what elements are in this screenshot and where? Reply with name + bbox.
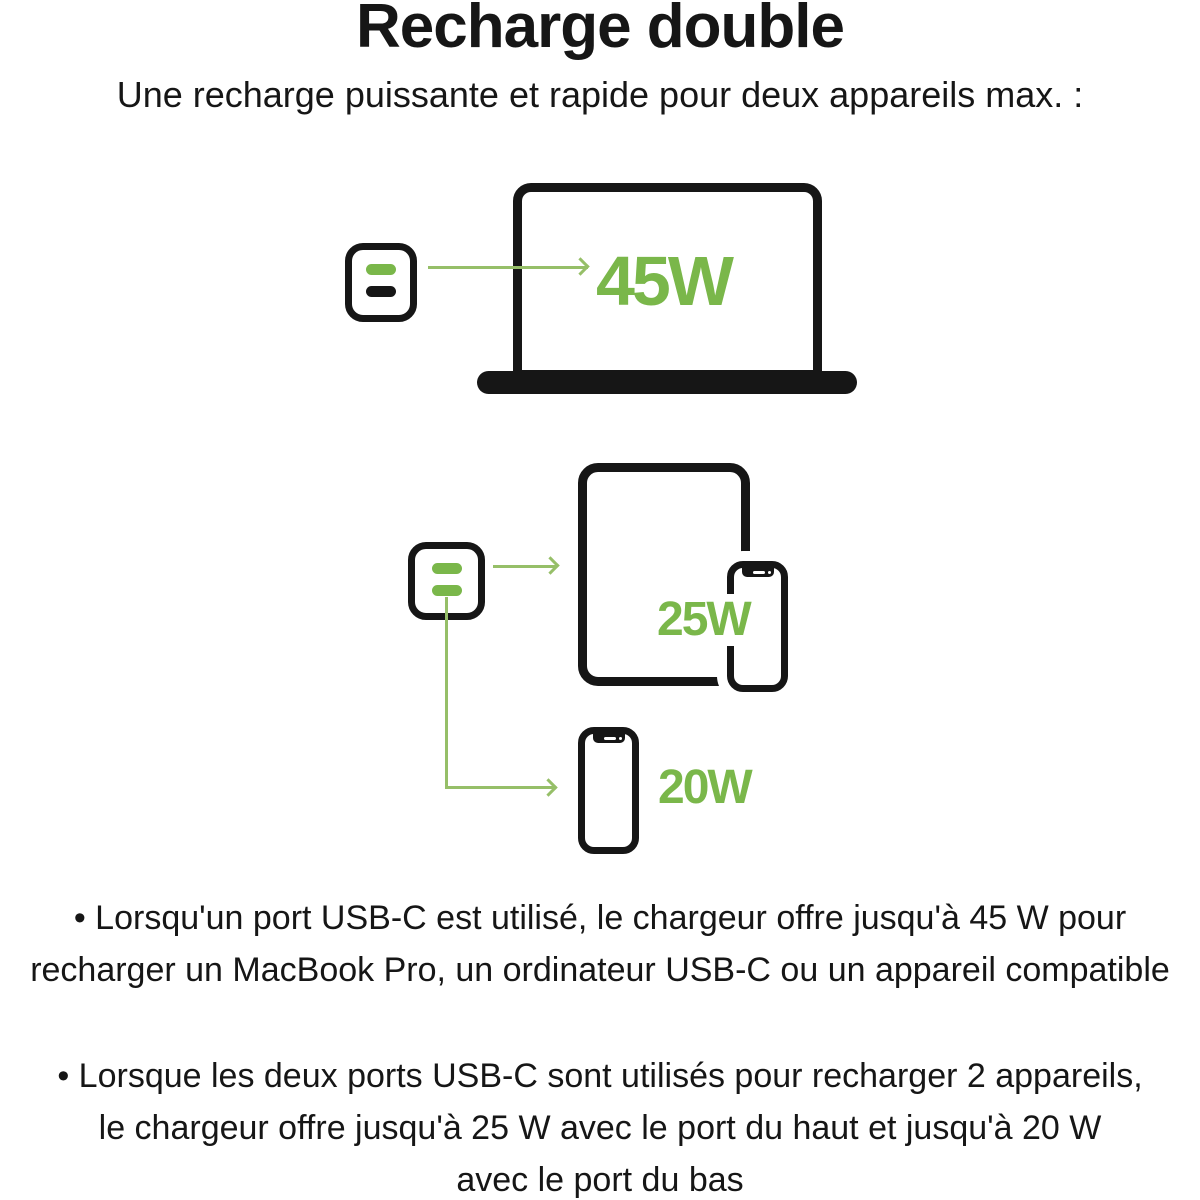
arrow-right-icon: [539, 778, 558, 797]
smartphone-icon: [578, 727, 639, 854]
arrow-to-laptop-line: [428, 266, 588, 269]
bullet-line: le chargeur offre jusqu'à 25 W avec le p…: [98, 1109, 1102, 1147]
laptop-icon: [513, 183, 822, 379]
arrow-to-phone-vertical-line: [445, 597, 448, 789]
speaker-slot-icon: [603, 737, 616, 740]
bullet-line: avec le port du bas: [456, 1161, 744, 1199]
usb-c-dual-port-charger-icon: [345, 243, 417, 322]
usb-c-port-bottom-icon: [366, 286, 396, 297]
page-title: Recharge double: [356, 0, 845, 61]
arrow-to-phone-line: [445, 786, 555, 789]
bullet-line: • Lorsque les deux ports USB-C sont util…: [57, 1057, 1143, 1095]
usb-c-port-bottom-icon: [431, 585, 462, 596]
page-subtitle: Une recharge puissante et rapide pour de…: [116, 74, 1084, 115]
camera-dot-icon: [618, 737, 622, 740]
laptop-wattage-label: 45W: [596, 242, 734, 320]
bullet-list: • Lorsqu'un port USB-C est utilisé, le c…: [0, 892, 1200, 1200]
laptop-base: [477, 371, 857, 394]
bullet-item-dual-port: • Lorsque les deux ports USB-C sont util…: [0, 1050, 1200, 1200]
phone-wattage-label: 20W: [658, 761, 753, 814]
tablet-icon: [578, 463, 750, 686]
arrow-to-tablet-line: [493, 565, 557, 568]
bullet-item-single-port: • Lorsqu'un port USB-C est utilisé, le c…: [0, 892, 1200, 996]
phone-notch-icon: [592, 734, 625, 743]
speaker-slot-icon: [752, 571, 765, 574]
bullet-line: • Lorsqu'un port USB-C est utilisé, le c…: [73, 899, 1127, 937]
camera-dot-icon: [767, 571, 771, 574]
usb-c-port-top-icon: [431, 563, 462, 574]
usb-c-port-top-icon: [366, 264, 396, 275]
bullet-line: recharger un MacBook Pro, un ordinateur …: [30, 951, 1170, 989]
tablet-wattage-label: 25W: [653, 594, 754, 646]
arrow-right-icon: [541, 556, 560, 575]
phone-notch-icon: [741, 568, 774, 577]
